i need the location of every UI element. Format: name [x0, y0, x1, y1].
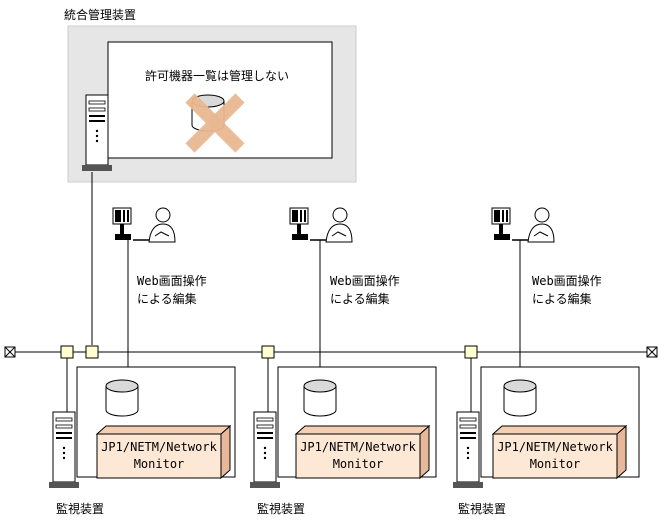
product-name-line1: JP1/NETM/Network — [497, 440, 613, 454]
product-name-line1: JP1/NETM/Network — [101, 440, 217, 454]
product-name-line2: Monitor — [530, 457, 581, 471]
monitor-label: 監視装置 — [458, 501, 506, 516]
network-terminator-right-icon — [646, 346, 658, 358]
edit-label-line2: による編集 — [137, 291, 197, 306]
operator-terminal-icon — [112, 207, 176, 243]
edit-label-line1: Web画面操作 — [137, 273, 207, 288]
not-managed-x-icon — [185, 93, 245, 153]
network-node — [85, 345, 99, 359]
monitor-device-1: JP1/NETM/Network Monitor 監視装置 — [48, 366, 236, 516]
monitor-label: 監視装置 — [257, 501, 305, 516]
monitor-device-2: JP1/NETM/Network Monitor 監視装置 — [249, 366, 437, 516]
monitor-label: 監視装置 — [56, 501, 104, 516]
product-box: JP1/NETM/Network Monitor — [294, 424, 431, 480]
product-name-line2: Monitor — [333, 457, 384, 471]
network-node — [464, 345, 478, 359]
integrated-manager-title: 統合管理装置 — [64, 7, 136, 22]
edit-label-line1: Web画面操作 — [532, 273, 602, 288]
monitor-disk-icon — [303, 379, 337, 417]
network-terminator-left-icon — [4, 346, 16, 358]
monitor-disk-icon — [105, 379, 139, 417]
edit-label-line1: Web画面操作 — [330, 273, 400, 288]
edit-label-line2: による編集 — [330, 291, 390, 306]
operator-group-3: Web画面操作 による編集 — [491, 207, 602, 378]
network-node — [261, 345, 275, 359]
edit-label-line2: による編集 — [532, 291, 592, 306]
monitor-disk-icon — [503, 379, 537, 417]
product-name-line2: Monitor — [134, 457, 185, 471]
operator-group-2: Web画面操作 による編集 — [289, 207, 400, 378]
network-node — [60, 345, 74, 359]
monitor-server-icon — [48, 411, 80, 489]
operator-terminal-icon — [491, 207, 555, 243]
monitor-server-icon — [249, 411, 281, 489]
operator-terminal-icon — [289, 207, 353, 243]
monitor-server-icon — [452, 411, 484, 489]
product-box: JP1/NETM/Network Monitor — [95, 424, 232, 480]
integrated-manager-note: 許可機器一覧は管理しない — [145, 68, 289, 83]
product-box: JP1/NETM/Network Monitor — [491, 424, 628, 480]
monitor-device-3: JP1/NETM/Network Monitor 監視装置 — [452, 366, 640, 516]
product-name-line1: JP1/NETM/Network — [300, 440, 416, 454]
